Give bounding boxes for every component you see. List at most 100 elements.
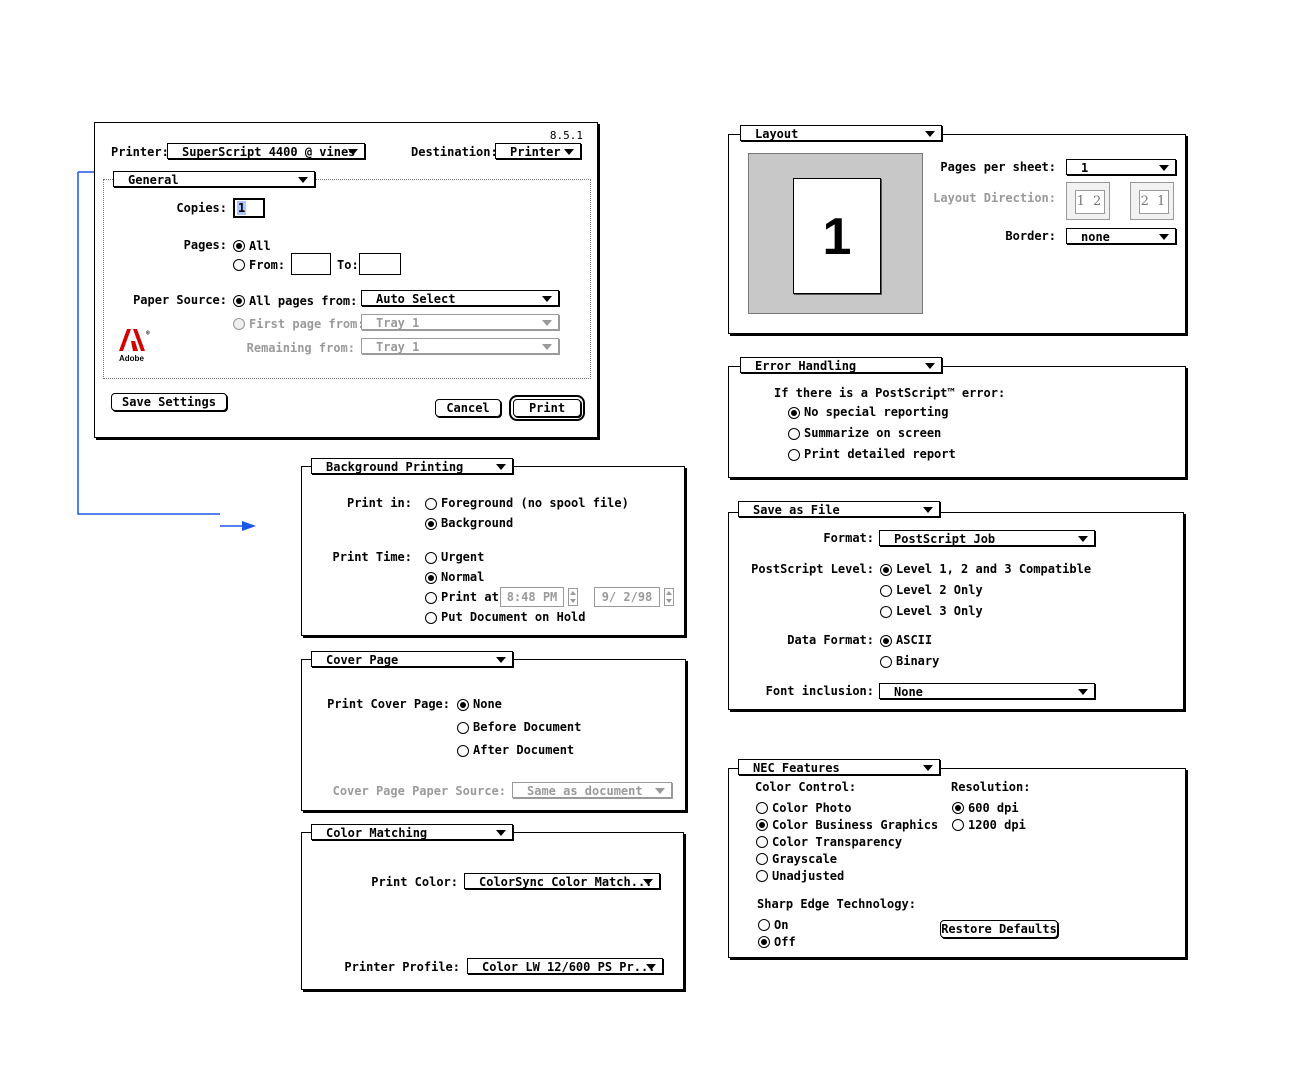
pages-per-sheet-popup[interactable]: 1 (1066, 159, 1176, 175)
hold-radio[interactable] (425, 612, 437, 624)
all-pages-from-radio[interactable] (233, 295, 245, 307)
print-color-popup[interactable]: ColorSync Color Match... (464, 873, 660, 889)
cancel-button[interactable]: Cancel (435, 399, 501, 417)
dpi600-label: 600 dpi (968, 801, 1019, 815)
chevron-down-icon (643, 879, 653, 885)
printer-popup[interactable]: SuperScript 4400 @ vines (167, 143, 365, 159)
pages-all-radio[interactable] (233, 240, 245, 252)
ascii-radio[interactable] (880, 635, 892, 647)
chevron-down-icon (298, 177, 308, 183)
color-photo-label: Color Photo (772, 801, 852, 815)
no-special-reporting-radio[interactable] (788, 407, 800, 419)
panel-menu-popup[interactable]: General (113, 171, 315, 187)
dpi1200-radio[interactable] (952, 819, 964, 831)
remaining-from-popup[interactable]: Tray 1 (361, 338, 559, 354)
page-order-lr-icon: 1 2 (1075, 190, 1105, 214)
color-control-label: Color Control: (755, 780, 857, 794)
cover-page-menu[interactable]: Cover Page (311, 651, 513, 667)
cover-source-popup[interactable]: Same as document (512, 782, 672, 798)
destination-popup[interactable]: Printer (495, 143, 581, 159)
restore-defaults-button[interactable]: Restore Defaults (940, 920, 1058, 938)
resolution-label: Resolution: (951, 780, 1031, 794)
detailed-report-radio[interactable] (788, 449, 800, 461)
print-cover-page-label: Print Cover Page: (327, 697, 450, 711)
sharp-edge-off-label: Off (774, 935, 796, 949)
grayscale-radio[interactable] (756, 853, 768, 865)
background-printing-menu[interactable]: Background Printing (311, 458, 513, 474)
data-format-label: Data Format: (787, 633, 874, 647)
level-3-label: Level 3 Only (896, 604, 983, 618)
business-graphics-label: Color Business Graphics (772, 818, 939, 832)
foreground-radio[interactable] (425, 498, 437, 510)
remaining-from-label: Remaining from: (246, 341, 355, 355)
level-123-label: Level 1, 2 and 3 Compatible (896, 562, 1092, 576)
from-field[interactable] (291, 253, 331, 275)
first-page-from-value: Tray 1 (376, 316, 420, 330)
remaining-from-value: Tray 1 (376, 340, 420, 354)
direction-left-right-button[interactable]: 1 2 (1066, 182, 1110, 220)
cover-after-radio[interactable] (457, 745, 469, 757)
chevron-down-icon (496, 464, 506, 470)
level-3-radio[interactable] (880, 606, 892, 618)
format-popup[interactable]: PostScript Job (879, 530, 1095, 546)
pages-from-radio[interactable] (233, 259, 245, 271)
urgent-radio[interactable] (425, 552, 437, 564)
cover-source-value: Same as document (527, 784, 643, 798)
error-handling-menu[interactable]: Error Handling (740, 357, 942, 373)
unadjusted-radio[interactable] (756, 870, 768, 882)
chevron-down-icon (1159, 165, 1169, 171)
summarize-label: Summarize on screen (804, 426, 942, 440)
nec-features-menu[interactable]: NEC Features (738, 759, 940, 775)
sharp-edge-off-radio[interactable] (758, 936, 770, 948)
to-field[interactable] (359, 253, 401, 275)
cover-none-radio[interactable] (457, 699, 469, 711)
binary-radio[interactable] (880, 656, 892, 668)
print-at-label: Print at: (441, 590, 507, 604)
layout-preview: 1 (748, 153, 923, 314)
error-handling-panel (728, 366, 1186, 478)
background-label: Background (441, 516, 514, 530)
copies-field[interactable]: 1 (233, 198, 265, 218)
version-label: 8.5.1 (549, 129, 583, 142)
color-photo-radio[interactable] (756, 802, 768, 814)
general-panel-frame (103, 179, 591, 379)
time-stepper-icon[interactable] (568, 588, 578, 606)
date-stepper-icon[interactable] (664, 588, 674, 606)
first-page-from-popup[interactable]: Tray 1 (361, 314, 559, 330)
border-popup[interactable]: none (1066, 228, 1176, 244)
print-button[interactable]: Print (509, 395, 585, 421)
printer-profile-value: Color LW 12/600 PS Pr... (482, 960, 656, 974)
cover-before-radio[interactable] (457, 722, 469, 734)
print-at-radio[interactable] (425, 592, 437, 604)
first-page-from-radio[interactable] (233, 318, 245, 330)
printer-value: SuperScript 4400 @ vines (182, 145, 356, 159)
from-label: From: (249, 258, 286, 272)
adobe-logo-text: Adobe (119, 354, 144, 363)
save-settings-button[interactable]: Save Settings (111, 393, 227, 411)
dpi600-radio[interactable] (952, 802, 964, 814)
sharp-edge-on-radio[interactable] (758, 919, 770, 931)
pages-all-label: All (249, 239, 271, 253)
print-at-date-field[interactable]: 9/ 2/98 (594, 587, 660, 607)
direction-right-left-button[interactable]: 2 1 (1130, 182, 1174, 220)
font-inclusion-label: Font inclusion: (765, 684, 874, 698)
color-matching-menu-value: Color Matching (326, 826, 428, 840)
color-matching-menu[interactable]: Color Matching (311, 824, 513, 840)
binary-label: Binary (896, 654, 940, 668)
level-123-radio[interactable] (880, 564, 892, 576)
print-color-label: Print Color: (371, 875, 458, 889)
transparency-radio[interactable] (756, 836, 768, 848)
pages-per-sheet-value: 1 (1081, 161, 1089, 175)
print-at-time-field[interactable]: 8:48 PM (500, 587, 564, 607)
font-inclusion-popup[interactable]: None (879, 683, 1095, 699)
business-graphics-radio[interactable] (756, 819, 768, 831)
layout-menu[interactable]: Layout (740, 125, 942, 141)
all-pages-from-popup[interactable]: Auto Select (361, 290, 559, 306)
background-radio[interactable] (425, 518, 437, 530)
chevron-down-icon (1159, 234, 1169, 240)
save-as-file-menu[interactable]: Save as File (738, 501, 940, 517)
printer-profile-popup[interactable]: Color LW 12/600 PS Pr... (467, 958, 663, 974)
level-2-radio[interactable] (880, 585, 892, 597)
summarize-radio[interactable] (788, 428, 800, 440)
normal-radio[interactable] (425, 572, 437, 584)
